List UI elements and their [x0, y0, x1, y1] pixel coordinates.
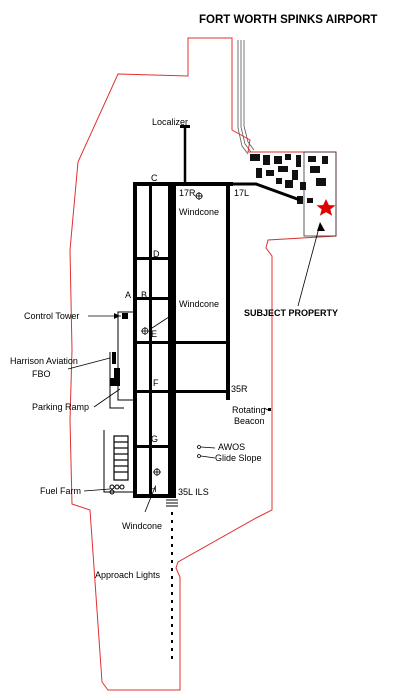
taxiway-b-label: B: [141, 290, 147, 300]
subject-property-star: [316, 199, 336, 216]
taxiway-d-label: D: [153, 249, 160, 259]
awos-label: AWOS: [218, 442, 245, 452]
runway-17l-label: 17L: [234, 188, 249, 198]
windcone-north-label: Windcone: [179, 207, 219, 217]
rotating-beacon-icon: [268, 408, 271, 411]
fuel-farm-label: Fuel Farm: [40, 486, 81, 496]
apron-outline: [103, 311, 133, 493]
control-tower: [122, 313, 128, 319]
leader-lines: [67, 223, 321, 513]
fbo-label: FBO: [32, 369, 51, 379]
subject-area-outline: [303, 151, 337, 237]
runway-35l-label: 35L ILS: [178, 487, 209, 497]
localizer-label: Localizer: [152, 117, 188, 127]
runway-35r-label: 35R: [231, 384, 248, 394]
hangar-rows: [113, 435, 129, 481]
rotating-label: Rotating: [232, 405, 266, 415]
airport-boundary: [69, 37, 337, 691]
taxiway-a-label: A: [125, 290, 131, 300]
building-cluster: [250, 154, 328, 204]
control-tower-label: Control Tower: [24, 311, 79, 321]
taxiway-h-label: H: [150, 484, 157, 494]
windcone-south-label: Windcone: [122, 521, 162, 531]
approach-lights: [171, 512, 173, 659]
access-road: [237, 40, 255, 155]
subject-property-label: SUBJECT PROPERTY: [244, 308, 338, 318]
awos-icon: [197, 445, 201, 458]
taxiway-e-label: E: [151, 329, 157, 339]
localizer-antenna: [180, 125, 190, 128]
map-title: FORT WORTH SPINKS AIRPORT: [199, 14, 377, 26]
runway-17l-35r: [226, 184, 230, 400]
runway-17r-label: 17R: [179, 188, 196, 198]
taxiway-g-label: G: [151, 434, 158, 444]
windcone-north-icon: [195, 192, 203, 200]
beacon-label: Beacon: [234, 416, 265, 426]
parking-ramp-label: Parking Ramp: [32, 402, 89, 412]
fbo-buildings: [110, 352, 120, 386]
taxiway-c: [133, 182, 233, 186]
fuel-farm-tanks: [109, 484, 125, 495]
runway-connector-top: [230, 182, 301, 202]
windcone-mid-label: Windcone: [179, 299, 219, 309]
windcone-south-icon: [153, 468, 161, 476]
glide-slope-label: Glide Slope: [215, 453, 262, 463]
taxiway-c-label: C: [151, 173, 158, 183]
harrison-aviation-label: Harrison Aviation: [10, 356, 78, 366]
windcone-mid-icon: [141, 327, 149, 335]
approach-lights-label: Approach Lights: [95, 570, 161, 580]
ils-markings: [166, 499, 178, 507]
taxiway-f-label: F: [153, 378, 159, 388]
